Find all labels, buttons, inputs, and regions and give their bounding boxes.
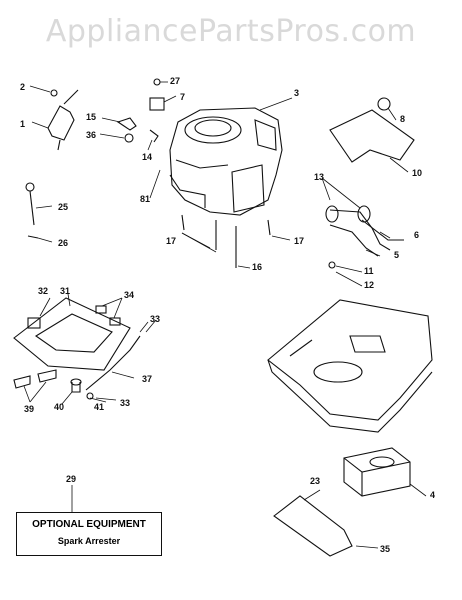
callout-2: 2	[20, 82, 25, 92]
callout-25: 25	[58, 202, 68, 212]
callout-33-bottom: 33	[120, 398, 130, 408]
callout-11: 11	[364, 266, 374, 276]
callout-39: 39	[24, 404, 34, 414]
callout-14: 14	[142, 152, 152, 162]
washer-part[interactable]	[328, 261, 336, 269]
callout-6: 6	[414, 230, 419, 240]
callout-8: 8	[400, 114, 405, 124]
callout-15: 15	[86, 112, 96, 122]
clamp-part[interactable]	[86, 392, 94, 400]
engine-part[interactable]	[169, 107, 283, 216]
callout-40: 40	[54, 402, 64, 412]
frame-plate[interactable]	[267, 299, 433, 433]
pad-part[interactable]	[13, 369, 57, 389]
callout-31: 31	[60, 286, 70, 296]
elbow-part[interactable]	[116, 117, 137, 143]
callout-81: 81	[140, 194, 150, 204]
clip-part[interactable]	[27, 235, 39, 239]
callout-4: 4	[430, 490, 435, 500]
engine-bolts[interactable]	[181, 214, 271, 268]
callout-5: 5	[394, 250, 399, 260]
switch-part[interactable]	[149, 78, 165, 111]
heat-shield-part[interactable]	[273, 495, 353, 557]
callout-1: 1	[20, 119, 25, 129]
callout-17-left: 17	[166, 236, 176, 246]
callout-32: 32	[38, 286, 48, 296]
callout-10: 10	[412, 168, 422, 178]
callout-27: 27	[170, 76, 180, 86]
spark-arrester-label: Spark Arrester	[57, 536, 121, 546]
callout-17-right: 17	[294, 236, 304, 246]
callout-33-top: 33	[150, 314, 160, 324]
muffler-part[interactable]	[343, 447, 411, 497]
callout-3: 3	[294, 88, 299, 98]
air-filter-part[interactable]	[13, 297, 131, 371]
callout-37: 37	[142, 374, 152, 384]
callout-26: 26	[58, 238, 68, 248]
throttle-control-part[interactable]	[47, 89, 79, 151]
optional-equipment-title: OPTIONAL EQUIPMENT	[32, 519, 146, 530]
dipstick-part[interactable]	[25, 182, 35, 226]
callout-35: 35	[380, 544, 390, 554]
callout-7: 7	[180, 92, 185, 102]
fitting-40-part[interactable]	[70, 378, 82, 393]
bracket-part[interactable]	[329, 109, 415, 163]
callout-34: 34	[124, 290, 134, 300]
optional-equipment-box: OPTIONAL EQUIPMENT Spark Arrester	[16, 512, 162, 556]
hose-part[interactable]	[325, 205, 404, 257]
callout-13: 13	[314, 172, 324, 182]
callout-12: 12	[364, 280, 374, 290]
watermark-text: AppliancePartsPros.com	[45, 14, 417, 49]
callout-41: 41	[94, 402, 104, 412]
fitting-part[interactable]	[149, 129, 159, 143]
callout-29: 29	[66, 474, 76, 484]
knob-part[interactable]	[377, 97, 391, 111]
callout-16: 16	[252, 262, 262, 272]
cable-part[interactable]	[85, 335, 141, 391]
callout-23: 23	[310, 476, 320, 486]
callout-36: 36	[86, 130, 96, 140]
